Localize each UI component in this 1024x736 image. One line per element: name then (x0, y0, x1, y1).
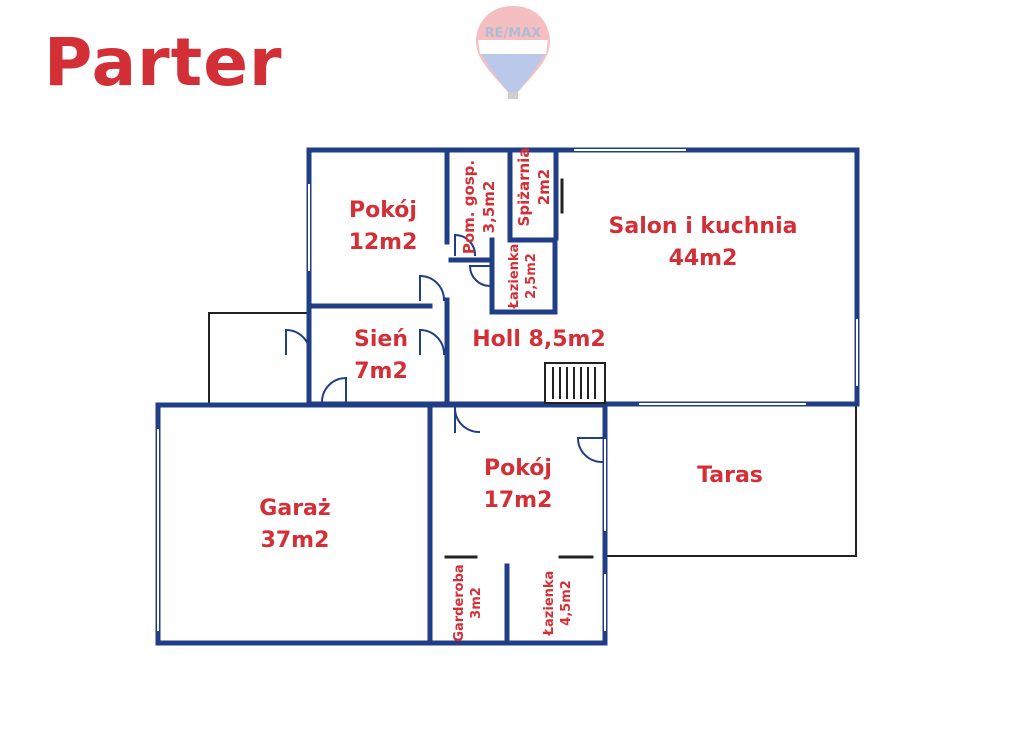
page-title: Parter (44, 24, 283, 101)
doors (284, 233, 604, 464)
room-label-holl: Holl 8,5m2 (472, 327, 606, 352)
balloon-icon (476, 6, 550, 99)
room-label-pom-gosp: Pom. gosp.3,5m2 (460, 159, 498, 255)
remax-logo: RE/MAX (476, 6, 550, 99)
windows (157, 149, 858, 631)
logo-text: RE/MAX (485, 26, 542, 41)
room-label-taras: Taras (697, 463, 763, 488)
stairs (544, 362, 606, 404)
closet-rails (444, 178, 594, 559)
